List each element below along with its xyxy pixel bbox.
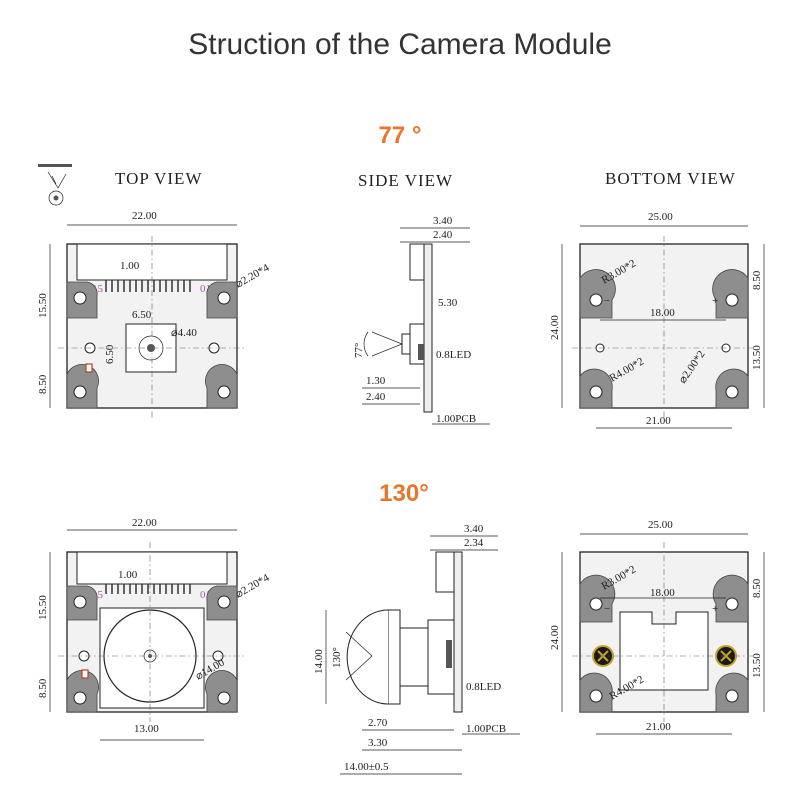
side-d3-dim: 5.30 <box>438 297 458 309</box>
bottom-view-77: 25.00 18.00 R3.00*2 R4.00*2 ⌀2.00*2 − + … <box>549 211 765 429</box>
side-view-77: 77° 3.40 2.40 5.30 0.8LED 1.30 2.40 1.00… <box>353 215 490 425</box>
mount-hole-dim-130: ⌀2.20*4 <box>234 572 272 601</box>
bottom-bottom-dim-130: 13.50 <box>751 653 763 678</box>
bottom-top-dim-130: 8.50 <box>751 578 763 598</box>
side-pcb-dim: 1.00PCB <box>436 413 476 425</box>
pin-15-label-130: 15 <box>92 589 104 601</box>
side-d4-dim-130: 3.30 <box>368 737 388 749</box>
pin-01-label-130: 01 <box>200 589 211 601</box>
side-d1-dim-130: 3.40 <box>464 523 484 535</box>
bottom-minus-label: − <box>604 295 610 307</box>
bottom-plus-label: + <box>712 295 718 307</box>
side-d2-dim-130: 2.34 <box>464 537 484 549</box>
esd-warning-icon <box>38 164 72 206</box>
bottom-view-130: 25.00 18.00 R3.00*2 R4.00*2 − + 24.00 8.… <box>549 519 765 735</box>
variant-130-label: 130° <box>379 480 429 507</box>
bottom-span-dim-130: 18.00 <box>650 587 675 599</box>
top-upper-dim: 15.50 <box>37 293 49 318</box>
bottom-minus-label-130: − <box>604 603 610 615</box>
lens-diameter-dim: ⌀4.40 <box>171 327 197 339</box>
top-view-130: 22.00 15 01 1.00 ⌀2.20*4 ⌀14.00 15.50 8.… <box>37 517 272 741</box>
bottom-bottom-dim: 13.50 <box>751 345 763 370</box>
side-d4-dim: 1.30 <box>366 375 386 387</box>
bottom-view-heading: BOTTOM VIEW <box>605 169 736 188</box>
side-pcb-dim-130: 1.00PCB <box>466 723 506 735</box>
fpc-connector <box>76 243 228 281</box>
side-angle-dim: 77° <box>353 343 365 358</box>
pin-pitch-dim-130: 1.00 <box>118 569 138 581</box>
bottom-height-dim: 24.00 <box>549 315 561 340</box>
top-upper-dim-130: 15.50 <box>37 595 49 620</box>
side-d1-dim: 3.40 <box>433 215 453 227</box>
top-lower-dim-130: 8.50 <box>37 678 49 698</box>
lens-width-dim-130: 13.00 <box>134 723 159 735</box>
side-d3-dim-130: 2.70 <box>368 717 388 729</box>
page-title: Struction of the Camera Module <box>188 28 612 61</box>
pin-pitch-dim: 1.00 <box>120 260 140 272</box>
bottom-base-dim-130: 21.00 <box>646 721 671 733</box>
top-width-dim: 22.00 <box>132 210 157 222</box>
side-height-dim-130: 14.00 <box>313 649 325 674</box>
bottom-base-dim: 21.00 <box>646 415 671 427</box>
variant-77-label: 77 ° <box>378 122 422 149</box>
bottom-top-dim: 8.50 <box>751 270 763 290</box>
side-view-130: 130° 14.00 3.40 2.34 0.8LED 2.70 1.00PCB… <box>313 523 520 775</box>
lens-box-v-dim: 6.50 <box>104 344 116 364</box>
top-lower-dim: 8.50 <box>37 374 49 394</box>
lens-box-dim: 6.50 <box>132 309 152 321</box>
pin-01-label: 01 <box>200 283 211 295</box>
bottom-plus-label-130: + <box>712 603 718 615</box>
bottom-height-dim-130: 24.00 <box>549 625 561 650</box>
top-view-heading: TOP VIEW <box>115 169 203 188</box>
mount-hole-dim: ⌀2.20*4 <box>234 262 272 291</box>
side-led-dim-130: 0.8LED <box>466 681 501 693</box>
bottom-span-dim: 18.00 <box>650 307 675 319</box>
top-view-77: 22.00 15 01 1.00 ⌀2.20*4 6.50 ⌀4.40 6.50 <box>37 210 272 418</box>
pin-15-label: 15 <box>92 283 104 295</box>
bottom-width-dim-130: 25.00 <box>648 519 673 531</box>
side-total-dim-130: 14.00±0.5 <box>344 761 389 773</box>
side-led-dim: 0.8LED <box>436 349 471 361</box>
side-angle-dim-130: 130° <box>331 647 343 668</box>
side-d2-dim: 2.40 <box>433 229 453 241</box>
top-width-dim-130: 22.00 <box>132 517 157 529</box>
side-d5-dim: 2.40 <box>366 391 386 403</box>
bottom-width-dim: 25.00 <box>648 211 673 223</box>
side-view-heading: SIDE VIEW <box>358 171 453 190</box>
